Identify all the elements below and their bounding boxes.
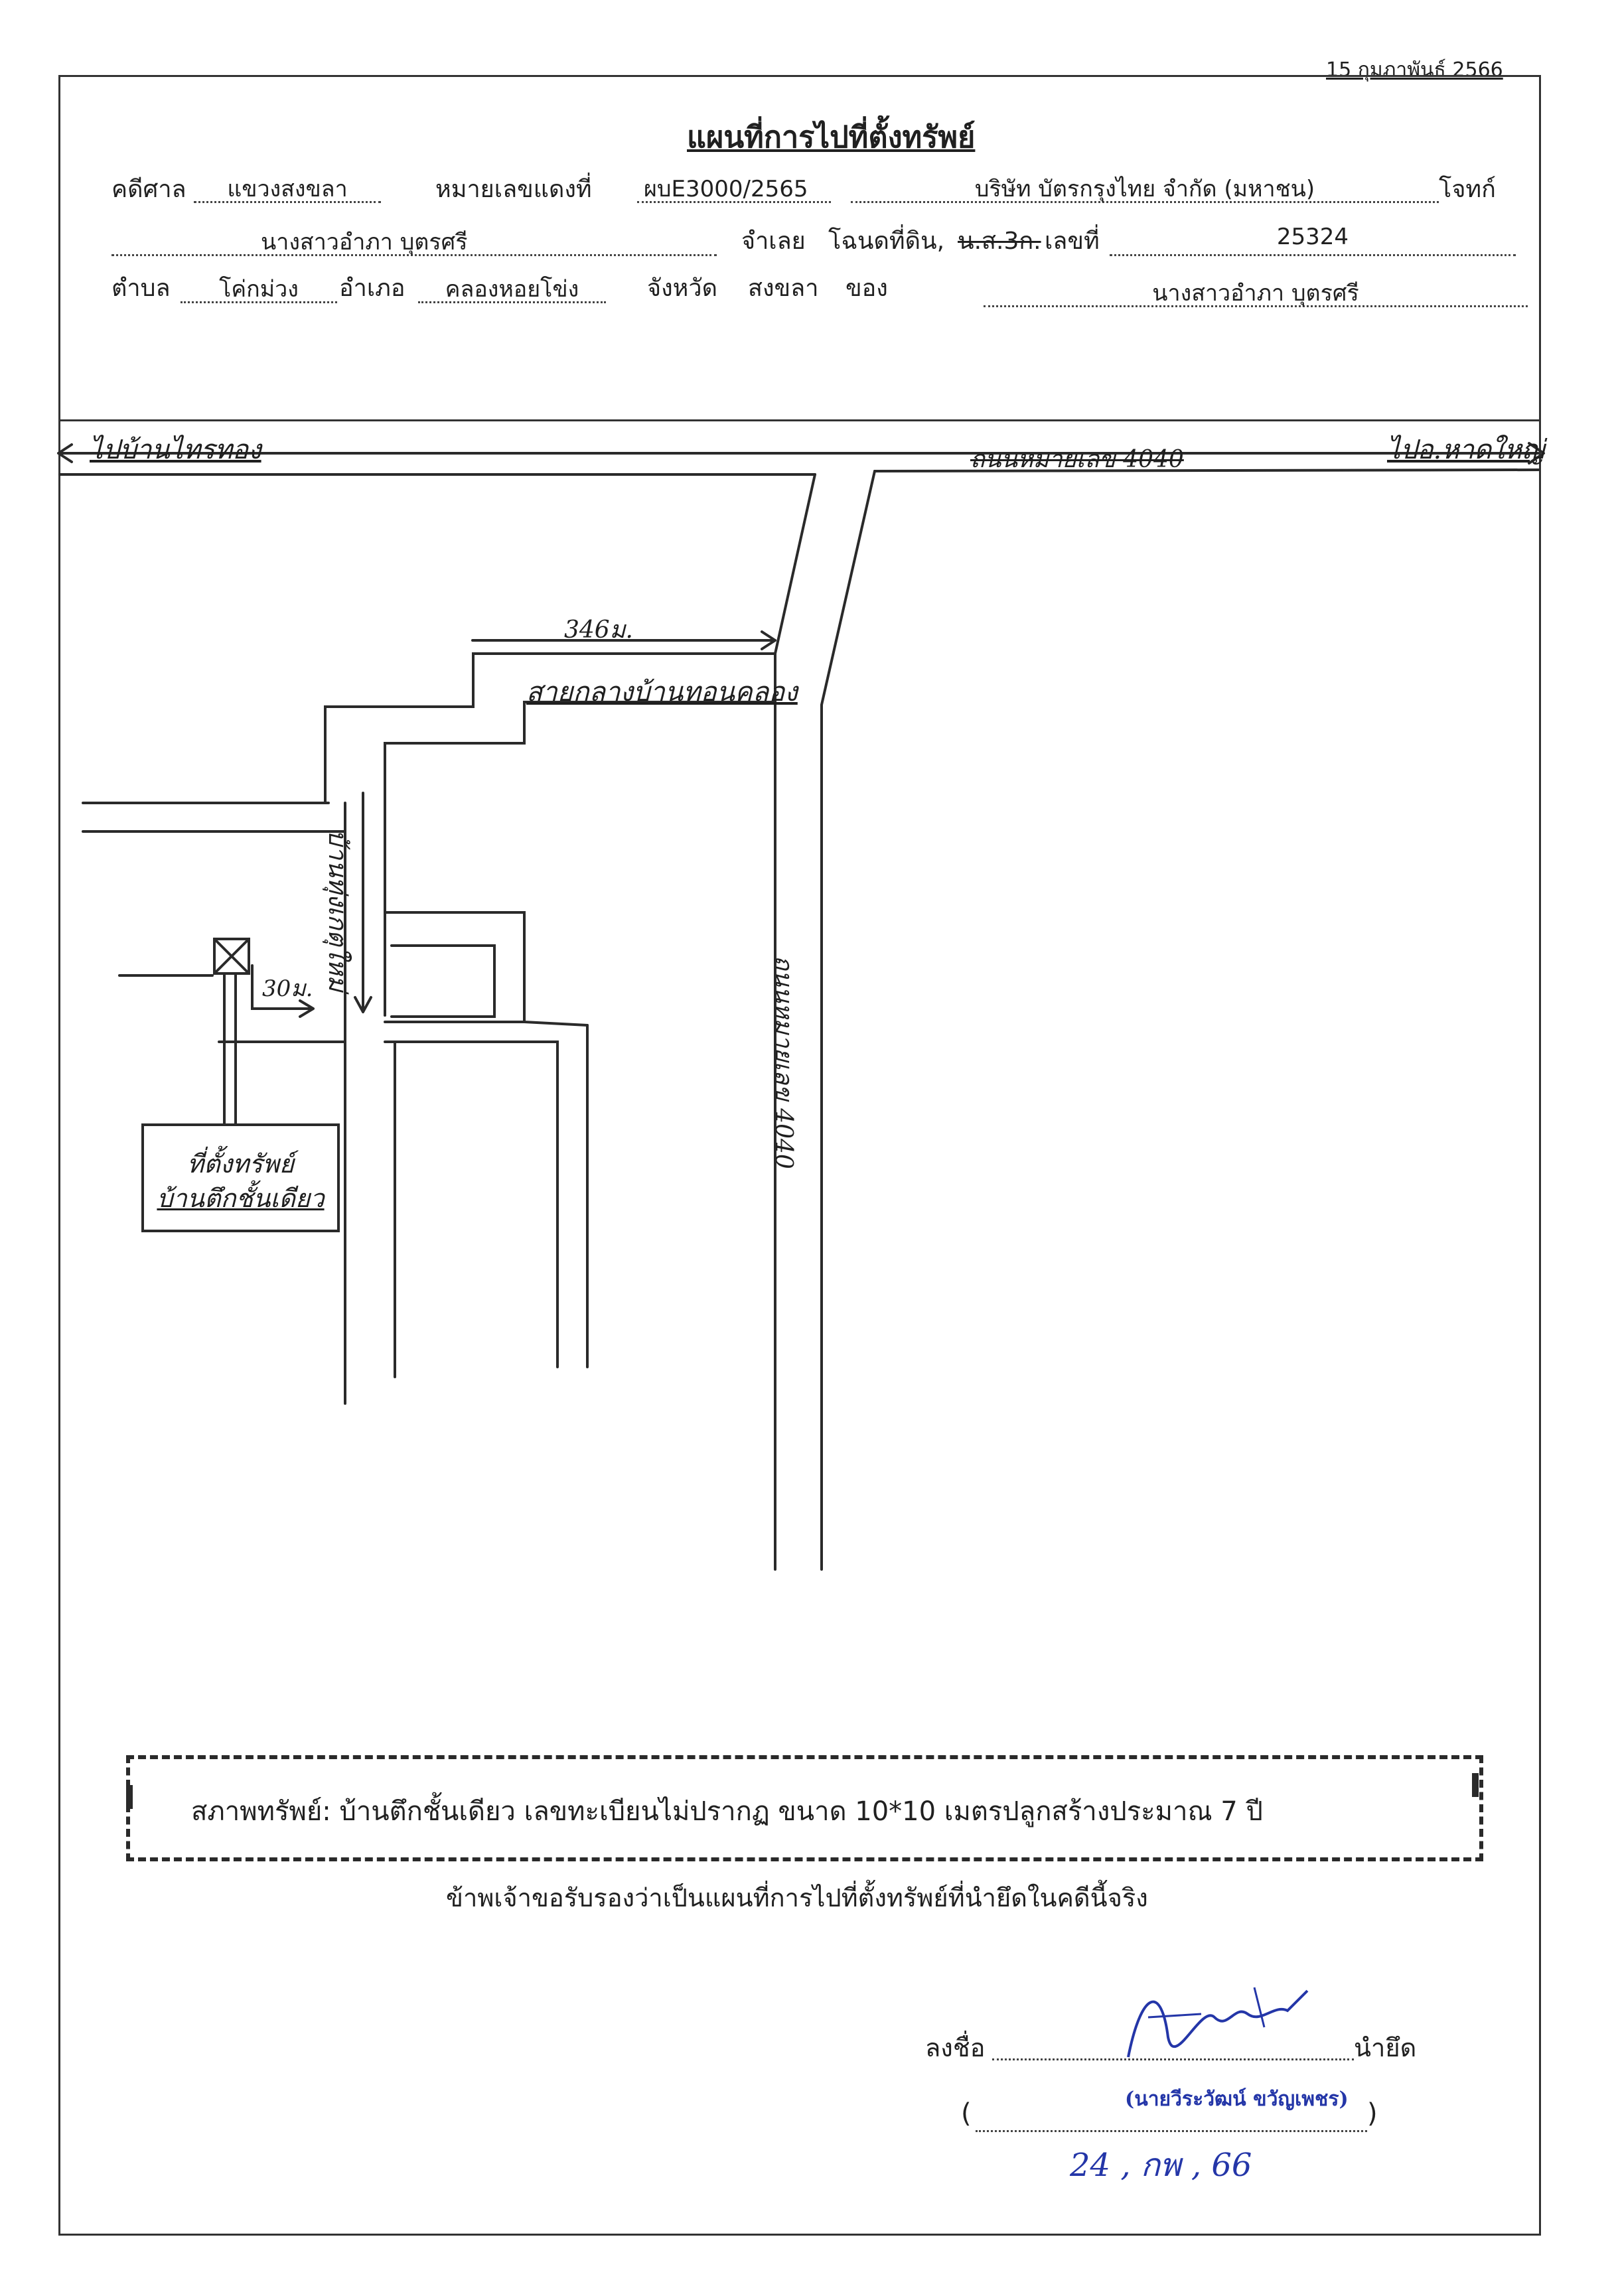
document-date: 15 กุมภาพันธ์ 2566 <box>1326 58 1503 82</box>
district-value: คลองหอยโข่ง <box>445 276 579 303</box>
highway-top-lower-right-edge <box>873 468 1540 472</box>
property-label: ที่ตั้งทรัพย์ บ้านตึกชั้นเดียว <box>143 1147 338 1216</box>
condition-box-right-mark <box>1472 1773 1479 1797</box>
signature-stamp-name: (นายวีระวัฒน์ ขวัญเพชร) <box>1125 2088 1349 2111</box>
map-label-dist-long: 346ม. <box>564 616 633 644</box>
district-label: อำเภอ <box>339 275 405 302</box>
property-marker-cross <box>213 938 250 975</box>
property-label-line2: บ้านตึกชั้นเดียว <box>157 1184 325 1213</box>
map-label-junction: สายกลางบ้านทอนคลอง <box>526 677 798 707</box>
red-no-value: ผบE3000/2565 <box>644 176 808 202</box>
junction-road-south-edge <box>384 701 776 1017</box>
map-label-highway-top: ถนนหมายเลข 4040 <box>970 446 1184 473</box>
district-field: คลองหอยโข่ง <box>418 271 606 303</box>
property-label-line1: ที่ตั้งทรัพย์ <box>186 1149 295 1179</box>
map-label-to-right: ไปอ.หาดใหญ่ <box>1387 435 1545 465</box>
certification-text: ข้าพเจ้าขอรับรองว่าเป็นแผนที่การไปที่ตั้… <box>446 1883 1148 1912</box>
paren-close: ) <box>1367 2098 1378 2129</box>
plaintiff-value: บริษัท บัตรกรุงไทย จำกัด (มหาชน) <box>974 176 1315 202</box>
defendant-label: จำเลย <box>741 228 806 255</box>
document-frame <box>58 75 1541 2236</box>
arrow-right-head <box>1528 442 1545 465</box>
plaintiff-field: บริษัท บัตรกรุงไทย จำกัด (มหาชน) <box>851 171 1439 203</box>
owner-value: นางสาวอำภา บุตรศรี <box>1152 280 1359 307</box>
signature-scrawl <box>1127 1987 1309 2058</box>
court-field: แขวงสงขลา <box>194 171 381 203</box>
province-label: จังหวัด <box>647 275 717 302</box>
deed-no-field: 25324 <box>1110 224 1516 256</box>
dist-long-arrow <box>471 630 776 650</box>
map-label-to-left: ไปบ้านไทรทอง <box>90 435 261 465</box>
red-no-label: หมายเลขแดงที่ <box>435 176 592 203</box>
province-value: สงขลา <box>748 275 819 302</box>
side-road-top <box>523 1021 589 1027</box>
subdistrict-field: โค่กม่วง <box>181 271 337 303</box>
side-road-outline <box>384 1040 559 1368</box>
name-line <box>976 2104 1367 2132</box>
property-marker <box>213 938 250 975</box>
block-frame <box>384 911 526 1023</box>
deed-no-label: เลขที่ <box>1045 228 1100 255</box>
junction-road-north-edge <box>324 652 776 804</box>
deed-no-value: 25324 <box>1276 224 1349 250</box>
deed-label: โฉนดที่ดิน, <box>828 228 945 255</box>
defendant-field: นางสาวอำภา บุตรศรี <box>111 224 717 256</box>
plaintiff-label: โจทก์ <box>1439 176 1496 203</box>
dist-short-arrow <box>251 964 315 1018</box>
red-no-field: ผบE3000/2565 <box>637 171 831 203</box>
property-label-box <box>141 1123 340 1232</box>
map-label-lane: บ้านทุ่งเกตุใหม่ <box>323 829 352 992</box>
signature-date: 24 , กพ , 66 <box>1070 2147 1252 2184</box>
signature-line <box>992 2032 1354 2060</box>
court-value: แขวงสงขลา <box>227 176 348 202</box>
owner-field: นางสาวอำภา บุตรศรี <box>984 275 1528 307</box>
paren-open: ( <box>961 2098 972 2129</box>
defendant-value: นางสาวอำภา บุตรศรี <box>261 229 468 255</box>
deed-struck: น.ส.3ก. <box>958 228 1041 255</box>
owner-label: ของ <box>845 275 888 302</box>
subdistrict-label: ตำบล <box>111 275 171 302</box>
block-square <box>390 944 496 1018</box>
sign-label: ลงชื่อ <box>925 2033 986 2062</box>
header-divider <box>58 419 1539 421</box>
map-label-dist-short: 30ม. <box>262 975 313 1002</box>
court-label: คดีศาล <box>111 176 186 203</box>
condition-text: สภาพทรัพย์: บ้านตึกชั้นเดียว เลขทะเบียนไ… <box>191 1796 1263 1827</box>
document-title: แผนที่การไปที่ตั้งทรัพย์ <box>687 119 976 155</box>
sign-role: นำยึด <box>1354 2033 1417 2062</box>
arrow-left-head <box>57 443 73 463</box>
lane-arrow <box>354 792 372 1013</box>
subdistrict-value: โค่กม่วง <box>219 276 299 303</box>
condition-box-left-mark <box>126 1785 133 1809</box>
vertical-road-east-edge <box>820 470 876 1571</box>
map-label-highway-side: ถนนหมายเลข 4040 <box>770 956 797 1169</box>
